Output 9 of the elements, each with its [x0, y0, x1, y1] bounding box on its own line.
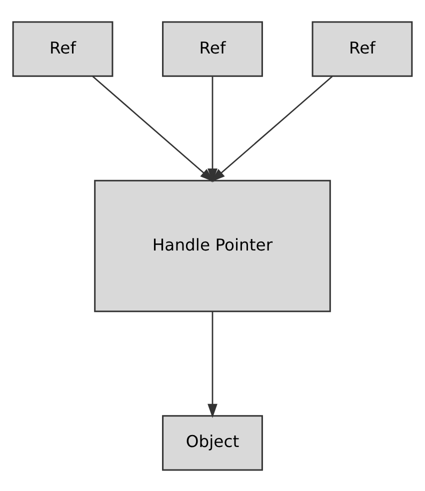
node-box: Ref	[12, 20, 114, 76]
arrow	[210, 75, 333, 182]
arrow	[92, 75, 214, 182]
node-box: Object	[162, 414, 263, 470]
node-box: Ref	[312, 20, 413, 76]
node-box: Ref	[162, 20, 263, 76]
arrow	[208, 310, 218, 418]
node-box: Handle Pointer	[94, 179, 331, 312]
arrow	[208, 76, 218, 182]
